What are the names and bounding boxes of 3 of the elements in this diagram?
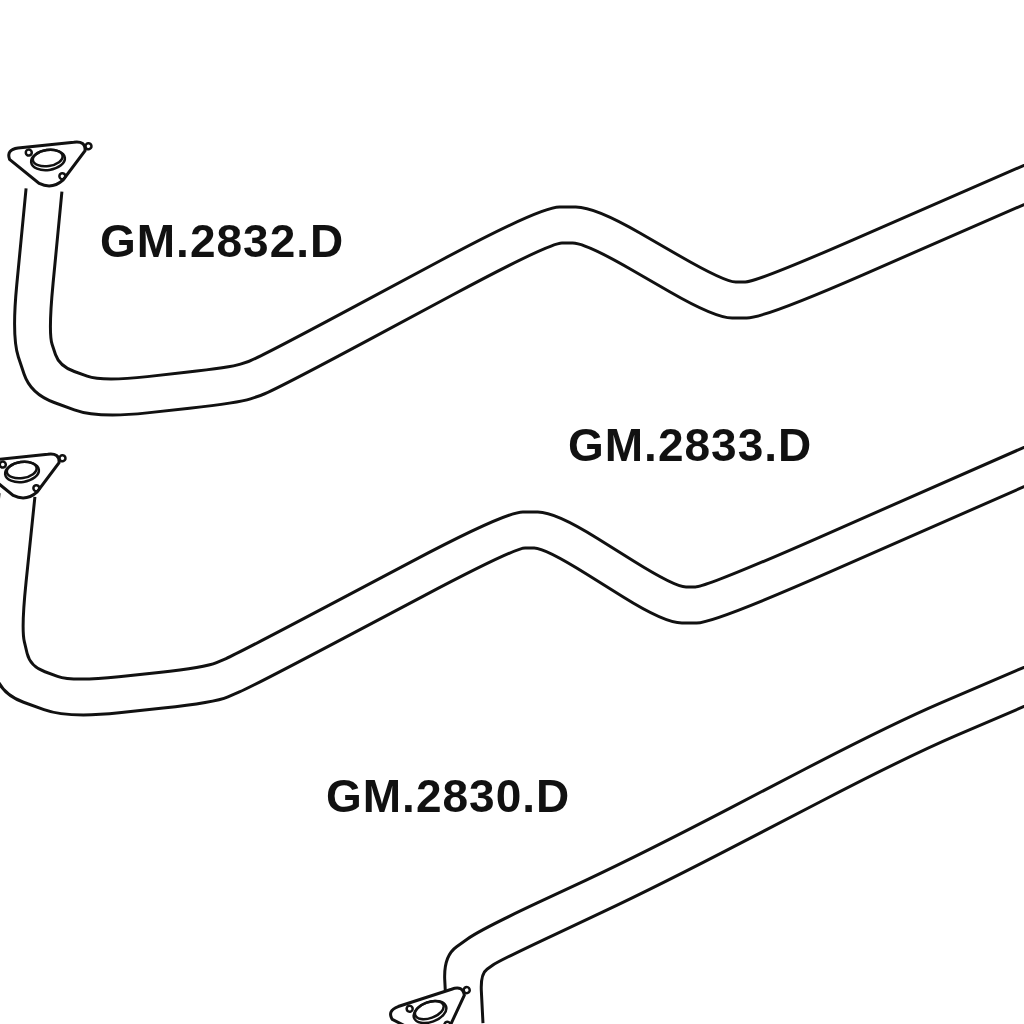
part-number: GM.2832.D (100, 218, 345, 264)
part-number: GM.2833.D (568, 422, 813, 468)
part-number: GM.2830.D (326, 773, 571, 819)
